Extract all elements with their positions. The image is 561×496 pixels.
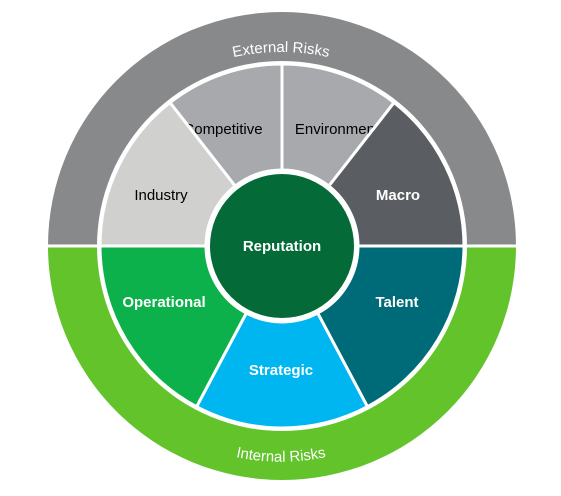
internal-risks-label: Internal Risks (235, 444, 327, 465)
segment-label-talent: Talent (375, 294, 418, 311)
segment-label-industry: Industry (134, 187, 188, 204)
segment-label-operational: Operational (122, 294, 205, 311)
segment-operational (98, 244, 249, 409)
risk-segments: Competitive EnvironmentMacroTalentStrateg… (48, 62, 516, 430)
segment-label-strategic: Strategic (249, 362, 313, 379)
segment-talent (315, 244, 466, 409)
segment-label-competitive: Competitive (183, 121, 262, 138)
reputation-circle (210, 174, 354, 318)
segment-label-macro: Macro (376, 187, 420, 204)
external-risks-label: External Risks (231, 39, 331, 61)
segment-label-environment: Environment (295, 121, 380, 138)
reputation-label: Reputation (243, 238, 321, 255)
